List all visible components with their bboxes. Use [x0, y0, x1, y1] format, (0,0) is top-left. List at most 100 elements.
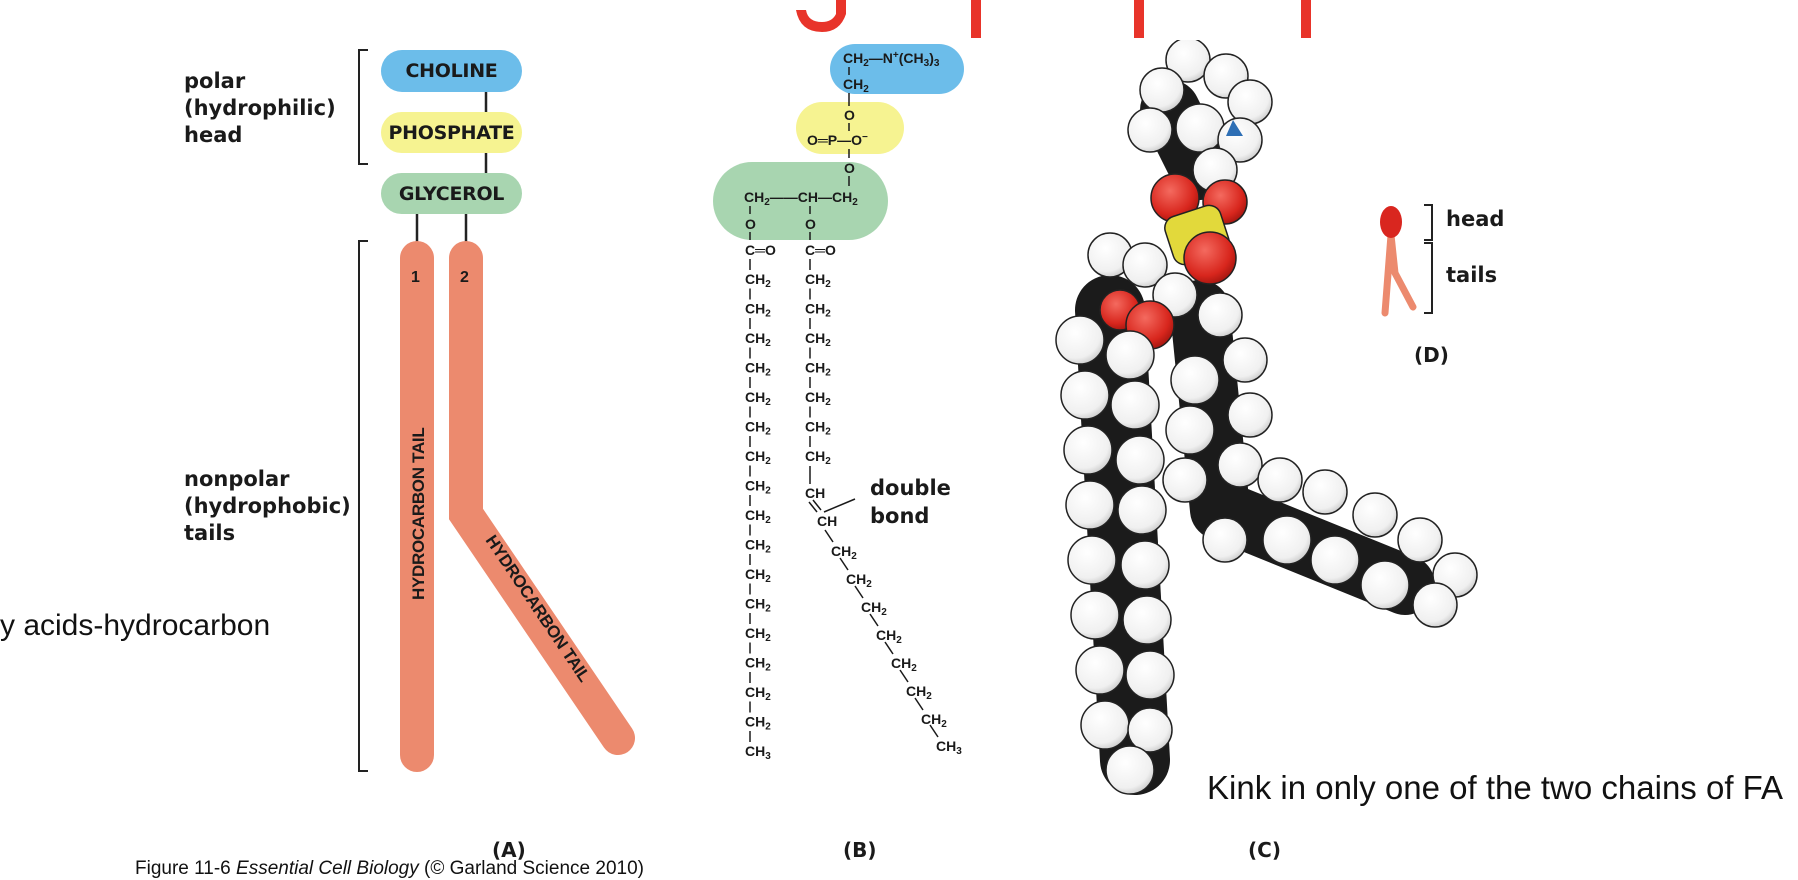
carbonyl-1: C═O — [745, 242, 776, 258]
phosphate-formula: O═P—O− — [807, 132, 868, 148]
panel-a-graphic: 1 2 HYDROCARBON TAIL HYDROCARBON TAIL — [358, 49, 635, 772]
phosphate-o-top: O — [844, 107, 855, 123]
panel-c-label: (C) — [1248, 838, 1281, 862]
double-bond-pointer — [823, 498, 856, 513]
svg-text:CH2: CH2 — [906, 683, 932, 702]
svg-text:CH2: CH2 — [745, 271, 771, 290]
svg-text:CH2: CH2 — [891, 655, 917, 674]
title-descender-p2 — [1134, 0, 1144, 38]
double-bond-ch-1: CH — [805, 485, 825, 501]
straight-tail-atoms — [1055, 315, 1175, 795]
svg-text:CH2: CH2 — [745, 566, 771, 585]
caption-book: Essential Cell Biology — [236, 858, 419, 879]
phosphate-o-bottom: O — [844, 160, 855, 176]
svg-text:CH3: CH3 — [745, 743, 771, 762]
schematic-head — [1380, 206, 1402, 238]
head-label-line2: (hydrophilic) — [184, 96, 336, 120]
tails-label-d: tails — [1446, 263, 1498, 287]
ester-o-2: O — [805, 216, 816, 232]
panel-a-label: (A) — [492, 838, 526, 862]
svg-text:CH2: CH2 — [745, 537, 771, 556]
svg-text:CH2: CH2 — [745, 655, 771, 674]
tail1-number: 1 — [411, 269, 420, 286]
panel-b-label: (B) — [843, 838, 877, 862]
svg-text:CH2: CH2 — [861, 599, 887, 618]
svg-text:CH2: CH2 — [846, 571, 872, 590]
carbonyl-2: C═O — [805, 242, 836, 258]
double-bond-label-line1: double — [870, 476, 951, 500]
head-label: polar (hydrophilic) head — [184, 68, 336, 149]
choline-highlight — [830, 44, 964, 94]
left-note: y acids-hydrocarbon — [0, 609, 271, 642]
glycerol-highlight — [713, 162, 888, 240]
head-label-line1: polar — [184, 69, 246, 93]
svg-text:CH2: CH2 — [745, 596, 771, 615]
svg-text:CH2: CH2 — [745, 360, 771, 379]
glycerol-atoms — [1087, 232, 1243, 350]
tail-label: nonpolar (hydrophobic) tails — [184, 466, 351, 547]
figure-caption: Figure 11-6 Essential Cell Biology (© Ga… — [135, 858, 644, 880]
choline-pill: CHOLINE — [381, 50, 522, 92]
svg-text:CH2: CH2 — [876, 627, 902, 646]
phosphate-highlight — [796, 102, 904, 154]
svg-text:CH2: CH2 — [745, 330, 771, 349]
fatty-acid-chain-2: CH2 CH2 CH2 CH2 CH2 CH2 CH2 CH CH CH2 CH… — [805, 259, 962, 757]
tail2-text: HYDROCARBON TAIL — [482, 532, 594, 686]
head-label-line3: head — [184, 123, 243, 147]
svg-text:CH2: CH2 — [745, 625, 771, 644]
svg-text:CH2: CH2 — [831, 543, 857, 562]
svg-text:CH2: CH2 — [745, 419, 771, 438]
double-bond-label-line2: bond — [870, 504, 930, 528]
panel-d-label: (D) — [1414, 343, 1449, 367]
ester-o-1: O — [745, 216, 756, 232]
kink-note: Kink in only one of the two chains of FA — [1207, 769, 1784, 806]
svg-text:CH2: CH2 — [805, 448, 831, 467]
head-label-d: head — [1446, 207, 1505, 231]
tail-label-line1: nonpolar — [184, 467, 290, 491]
caption-figure: Figure 11-6 — [135, 858, 231, 879]
hydrocarbon-tail-2 — [449, 241, 635, 755]
tails-bracket — [358, 240, 368, 772]
schematic-tail-2 — [1387, 231, 1417, 311]
choline-atoms — [1127, 40, 1273, 193]
head-bracket — [358, 49, 368, 165]
double-bond-label: double bond — [870, 474, 951, 530]
tail-label-line2: (hydrophobic) — [184, 494, 351, 518]
svg-text:CH2: CH2 — [745, 507, 771, 526]
glycerol-formula: CH2——CH—CH2 — [744, 189, 858, 208]
title-descender-g — [796, 0, 846, 32]
phosphate-pill: PHOSPHATE — [381, 112, 522, 153]
caption-credit: (© Garland Science 2010) — [424, 858, 644, 879]
svg-text:CH2: CH2 — [745, 714, 771, 733]
svg-text:CH2: CH2 — [805, 360, 831, 379]
head-bracket-d — [1424, 204, 1433, 241]
svg-text:CH2: CH2 — [805, 419, 831, 438]
fatty-acid-chain-1: CH2 CH2 CH2 CH2 CH2 CH2 CH2 CH2 CH2 CH2 … — [745, 259, 771, 762]
panel-d-schematic — [1380, 204, 1433, 317]
phosphate-atoms — [1150, 173, 1248, 285]
svg-text:CH2: CH2 — [805, 271, 831, 290]
tails-bracket-d — [1424, 242, 1433, 314]
title-fragment — [796, 0, 1311, 38]
title-descender-p3 — [1301, 0, 1311, 38]
svg-text:CH2: CH2 — [745, 448, 771, 467]
panel-c-space-filling-model — [1055, 40, 1478, 795]
tail2-number: 2 — [460, 269, 469, 286]
kinked-tail-atoms — [1162, 337, 1478, 628]
svg-text:CH2: CH2 — [805, 330, 831, 349]
svg-text:CH3: CH3 — [936, 738, 962, 757]
svg-text:CH2: CH2 — [745, 389, 771, 408]
tail1-text: HYDROCARBON TAIL — [409, 428, 428, 600]
svg-text:CH2: CH2 — [745, 478, 771, 497]
double-bond-ch-2: CH — [817, 513, 837, 529]
title-descender-p1 — [971, 0, 981, 38]
svg-text:CH2: CH2 — [745, 684, 771, 703]
svg-text:CH2: CH2 — [805, 389, 831, 408]
svg-text:CH2: CH2 — [745, 301, 771, 320]
tail-label-line3: tails — [184, 521, 236, 545]
svg-text:CH2: CH2 — [805, 301, 831, 320]
glycerol-pill: GLYCEROL — [381, 173, 522, 214]
svg-text:CH2: CH2 — [921, 711, 947, 730]
panel-b-structure: CH2—N+(CH3)3 CH2 O O═P—O− O CH2——CH—CH2 … — [713, 44, 964, 762]
choline-ch2: CH2 — [843, 76, 869, 95]
